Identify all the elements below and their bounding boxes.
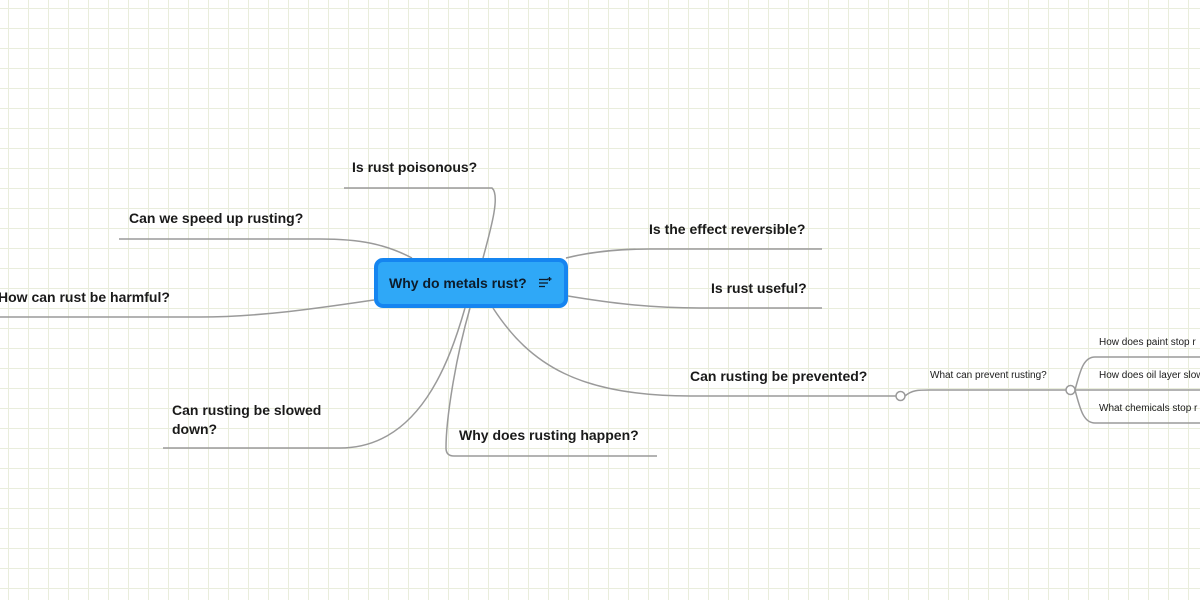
subtopic-paint[interactable]: How does paint stop r [1099,337,1196,348]
connector-paint [1074,356,1200,391]
topic-how-can-rust-be-harmful[interactable]: How can rust be harmful? [0,289,170,305]
connector-chemicals [1074,389,1200,424]
connector-what-prevent [904,389,1066,397]
connector-reversible [565,248,822,259]
subtopic-oil-layer[interactable]: How does oil layer slow [1099,370,1200,381]
connector-slowed-down [163,307,466,449]
connector-harmful [0,299,375,318]
connector-why-happen [445,307,657,457]
topic-is-the-effect-reversible[interactable]: Is the effect reversible? [649,221,806,237]
collapse-toggle-prevented [895,390,906,402]
collapse-toggle-what-prevent [1065,384,1076,396]
topic-can-we-speed-up-rusting[interactable]: Can we speed up rusting? [129,210,304,226]
connector-useful [567,295,822,309]
central-topic[interactable]: Why do metals rust? [374,258,568,308]
central-topic-label: Why do metals rust? [389,275,527,291]
subtopic-chemicals[interactable]: What chemicals stop r [1099,403,1198,414]
subtopic-what-can-prevent-rusting[interactable]: What can prevent rusting? [930,370,1047,381]
topic-can-rusting-be-prevented[interactable]: Can rusting be prevented? [690,368,868,384]
topic-why-does-rusting-happen[interactable]: Why does rusting happen? [459,427,639,443]
topic-is-rust-useful[interactable]: Is rust useful? [711,280,807,296]
connector-poisonous [344,187,496,259]
topic-can-rusting-be-slowed-down[interactable]: Can rusting be slowed down? [172,402,322,437]
topic-is-rust-poisonous[interactable]: Is rust poisonous? [352,159,478,175]
connector-prevented [492,307,896,397]
notes-icon[interactable] [538,276,552,290]
connector-speed-up [119,238,413,259]
